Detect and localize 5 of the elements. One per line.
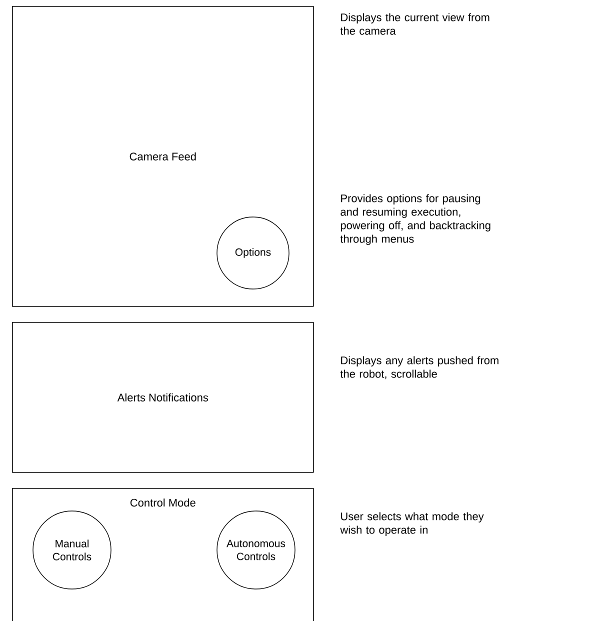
- description-text: Displays the current view from the camera: [340, 13, 490, 35]
- panel-box: Alerts Notifications: [12, 322, 314, 473]
- description-text: Provides options for pausing and resuming execution, powering off, and backtracking through menus: [340, 194, 490, 245]
- description-text: Displays any alerts pushed from the robot, scrollable: [340, 356, 498, 380]
- description-text: User selects what mode they wish to operate in: [340, 512, 484, 536]
